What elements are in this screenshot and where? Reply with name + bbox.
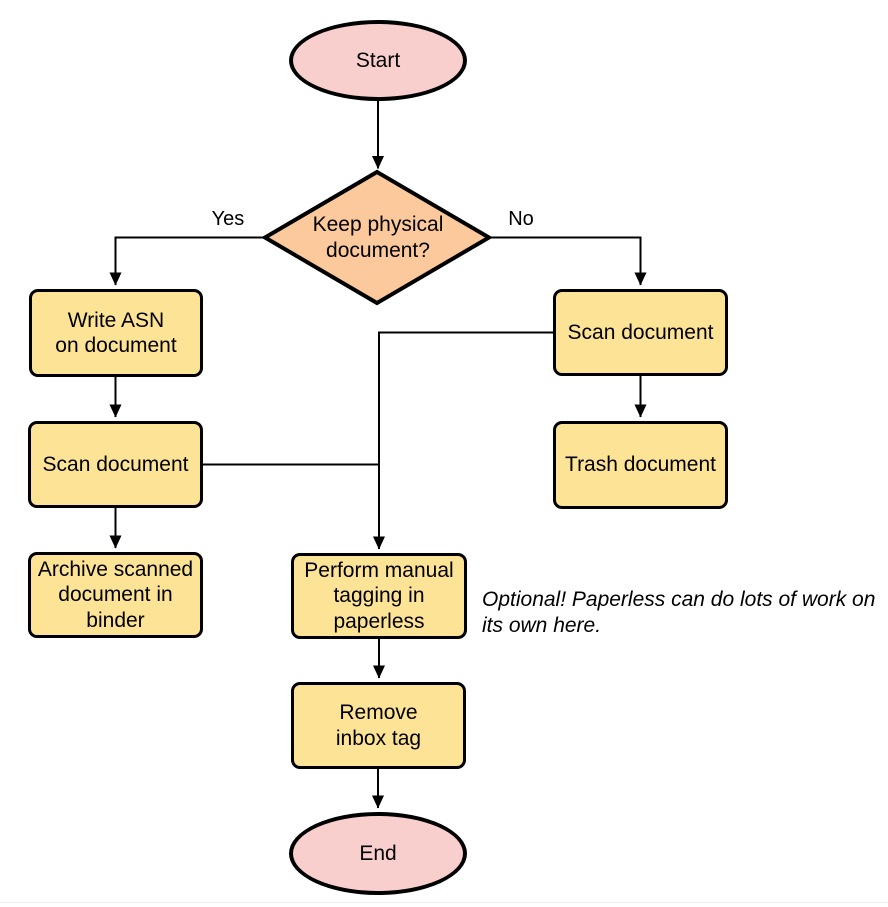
node-start: Start bbox=[289, 20, 467, 101]
edge-label-yes: Yes bbox=[204, 207, 252, 231]
node-scan-document-left-label: Scan document bbox=[42, 452, 189, 476]
edge-decision-to-write-asn bbox=[109, 236, 265, 286]
node-keep-physical-document-label: Keep physical document? bbox=[312, 213, 444, 262]
node-scan-document-left: Scan document bbox=[28, 421, 203, 508]
node-write-asn-label: Write ASN on document bbox=[55, 308, 177, 358]
node-manual-tagging-label: Perform manual tagging in paperless bbox=[304, 558, 454, 633]
node-end-label: End bbox=[359, 841, 397, 865]
node-remove-inbox-tag-label: Remove inbox tag bbox=[335, 701, 422, 750]
edge-label-no: No bbox=[497, 207, 545, 231]
node-keep-physical-document: Keep physical document? bbox=[277, 172, 479, 303]
node-archive-binder: Archive scanned document in binder bbox=[28, 552, 203, 638]
node-archive-binder-label: Archive scanned document in binder bbox=[37, 557, 194, 632]
node-start-label: Start bbox=[355, 48, 401, 72]
node-write-asn: Write ASN on document bbox=[29, 289, 203, 377]
node-trash-document: Trash document bbox=[553, 421, 728, 509]
node-remove-inbox-tag: Remove inbox tag bbox=[291, 682, 466, 769]
edge-scan-right-to-tagging bbox=[373, 331, 553, 550]
node-scan-document-right-label: Scan document bbox=[567, 320, 714, 344]
bottom-divider bbox=[0, 902, 888, 903]
edge-decision-to-scan-right bbox=[489, 236, 647, 286]
node-trash-document-label: Trash document bbox=[565, 453, 716, 477]
annotation-optional-note: Optional! Paperless can do lots of work … bbox=[482, 588, 876, 637]
node-manual-tagging: Perform manual tagging in paperless bbox=[291, 553, 467, 639]
node-end: End bbox=[289, 812, 467, 895]
node-keep-physical-document-shape bbox=[261, 169, 493, 306]
node-scan-document-right: Scan document bbox=[553, 289, 728, 376]
